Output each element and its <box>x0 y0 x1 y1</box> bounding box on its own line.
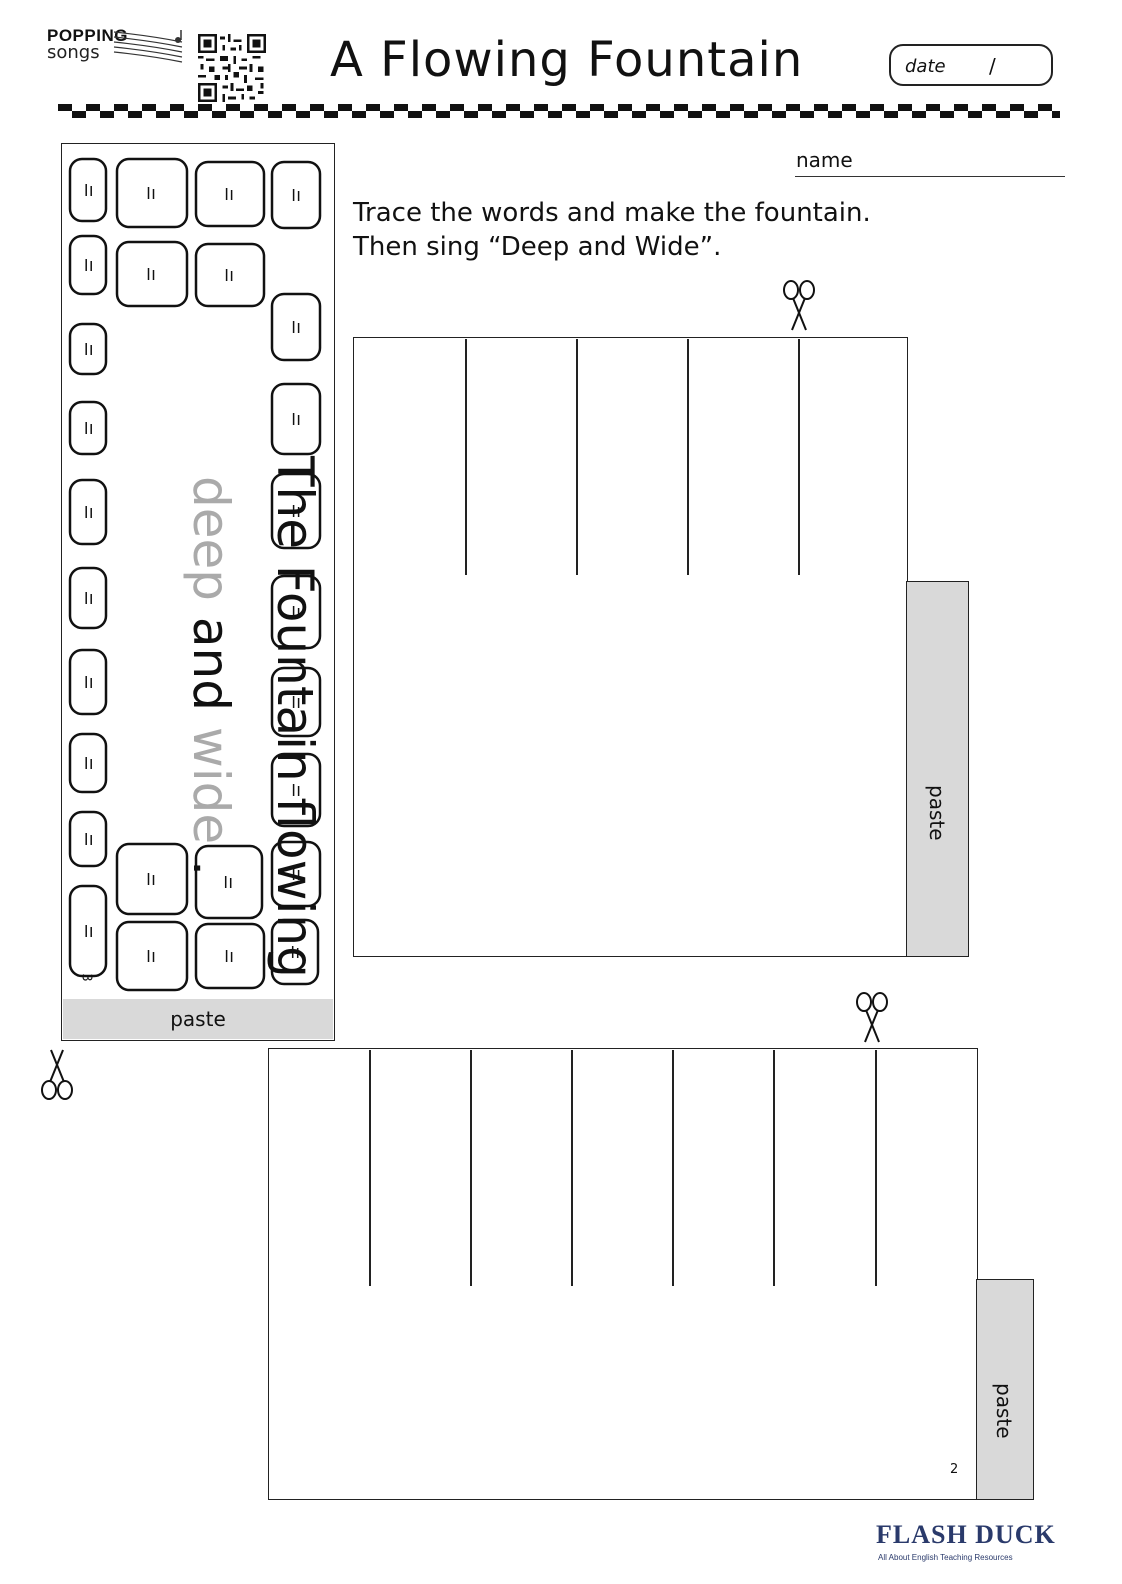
instructions: Trace the words and make the fountain. T… <box>353 196 871 264</box>
panel-2-paste-tab <box>976 1279 1034 1500</box>
cut-line <box>875 1050 877 1286</box>
fountain-panel-1 <box>353 337 908 957</box>
panel-2-paste-label: paste <box>992 1383 1016 1439</box>
name-field[interactable] <box>795 176 1065 177</box>
panel-2-page-number: 2 <box>950 1462 959 1477</box>
date-separator: / <box>989 54 996 78</box>
cut-line <box>798 339 800 575</box>
footer-logo: FLASH DUCK <box>876 1520 1056 1549</box>
cut-line <box>369 1050 371 1286</box>
period: . <box>182 860 240 876</box>
strip-paste-area: paste <box>63 999 333 1039</box>
cut-line <box>576 339 578 575</box>
scissors-icon[interactable] <box>853 990 891 1044</box>
cut-line <box>571 1050 573 1286</box>
brick-wall-illustration <box>68 157 322 992</box>
date-label: date <box>905 56 946 77</box>
instruction-line-1: Trace the words and make the fountain. <box>353 198 871 228</box>
panel-1-paste-label: paste <box>925 785 949 841</box>
music-staff-icon <box>113 30 183 63</box>
fountain-wall-strip: The Fountain flowing deep and wide . 3 <box>61 143 335 1041</box>
cut-line <box>672 1050 674 1286</box>
trace-word-wide: wide <box>182 726 240 845</box>
scissors-icon[interactable] <box>780 278 818 332</box>
cut-line <box>687 339 689 575</box>
brand-logo-top: POPPING <box>47 26 128 45</box>
strip-line-1: The Fountain flowing <box>266 456 324 978</box>
panel-1-paste-tab <box>906 581 969 957</box>
qr-code[interactable] <box>198 34 266 102</box>
brand-logo-bottom: songs <box>47 42 100 63</box>
cut-line <box>773 1050 775 1286</box>
name-label: name <box>796 148 853 172</box>
cut-line <box>470 1050 472 1286</box>
page-title: A Flowing Fountain <box>330 32 804 88</box>
cut-line <box>465 339 467 575</box>
instruction-line-2: Then sing “Deep and Wide”. <box>353 232 722 262</box>
scissors-icon[interactable] <box>38 1048 76 1102</box>
trace-word-deep: deep <box>182 476 240 601</box>
date-field[interactable]: date / <box>889 44 1053 86</box>
strip-page-number: 3 <box>78 973 94 982</box>
word-and: and <box>182 616 240 711</box>
strip-line-2: deep and wide . <box>182 476 240 876</box>
fountain-panel-2 <box>268 1048 978 1500</box>
footer-tagline: All About English Teaching Resources <box>878 1553 1013 1562</box>
checker-border <box>58 104 1060 118</box>
